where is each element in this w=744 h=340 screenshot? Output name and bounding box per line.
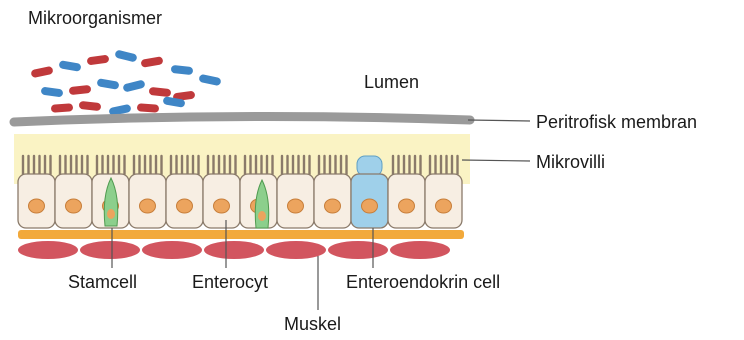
cell-nucleus bbox=[325, 199, 341, 213]
cell-nucleus bbox=[177, 199, 193, 213]
cell-nucleus bbox=[436, 199, 452, 213]
label-muscle: Muskel bbox=[284, 314, 341, 334]
muscle-cell bbox=[18, 241, 78, 259]
bacterium-blue bbox=[122, 79, 145, 92]
basement-layer bbox=[18, 230, 464, 239]
bacterium-red bbox=[69, 85, 92, 95]
cell-nucleus bbox=[288, 199, 304, 213]
label-microorganisms: Mikroorganismer bbox=[28, 8, 162, 28]
leader-microvilli bbox=[462, 160, 530, 161]
stem-cell-nucleus bbox=[258, 211, 266, 221]
muscle-cell bbox=[142, 241, 202, 259]
cell-nucleus bbox=[214, 199, 230, 213]
cell-nucleus bbox=[140, 199, 156, 213]
muscle-cell bbox=[204, 241, 264, 259]
label-microvilli: Mikrovilli bbox=[536, 152, 605, 172]
bacterium-blue bbox=[114, 49, 137, 62]
cell-nucleus bbox=[29, 199, 45, 213]
microorganism-cluster bbox=[30, 49, 221, 116]
bacterium-red bbox=[87, 55, 110, 66]
peritrophic-membrane bbox=[14, 116, 470, 122]
enteroendocrine-apex bbox=[357, 156, 382, 176]
label-peritrophic-membrane: Peritrofisk membran bbox=[536, 112, 697, 132]
muscle-layer bbox=[18, 241, 450, 259]
label-enterocyte: Enterocyt bbox=[192, 272, 268, 292]
label-stem-cell: Stamcell bbox=[68, 272, 137, 292]
bacterium-red bbox=[149, 87, 172, 97]
bacterium-red bbox=[51, 103, 74, 113]
muscle-cell bbox=[328, 241, 388, 259]
cell-nucleus bbox=[66, 199, 82, 213]
stem-cell-nucleus bbox=[107, 209, 115, 219]
label-enteroendocrine-cell: Enteroendokrin cell bbox=[346, 272, 500, 292]
bacterium-blue bbox=[58, 60, 81, 72]
muscle-cell bbox=[80, 241, 140, 259]
muscle-cell bbox=[266, 241, 326, 259]
cell-nucleus bbox=[362, 199, 378, 213]
label-lumen: Lumen bbox=[364, 72, 419, 92]
bacterium-blue bbox=[96, 78, 119, 90]
muscle-cell bbox=[390, 241, 450, 259]
bacterium-red bbox=[137, 103, 160, 113]
bacterium-blue bbox=[171, 65, 194, 75]
bacterium-blue bbox=[198, 74, 221, 86]
bacterium-red bbox=[79, 101, 102, 111]
bacterium-blue bbox=[41, 87, 64, 98]
cell-nucleus bbox=[399, 199, 415, 213]
bacterium-red bbox=[30, 66, 53, 78]
bacterium-red bbox=[140, 56, 163, 68]
leader-peritrophic-membrane bbox=[468, 120, 530, 121]
enteroendocrine-cell bbox=[351, 156, 388, 228]
